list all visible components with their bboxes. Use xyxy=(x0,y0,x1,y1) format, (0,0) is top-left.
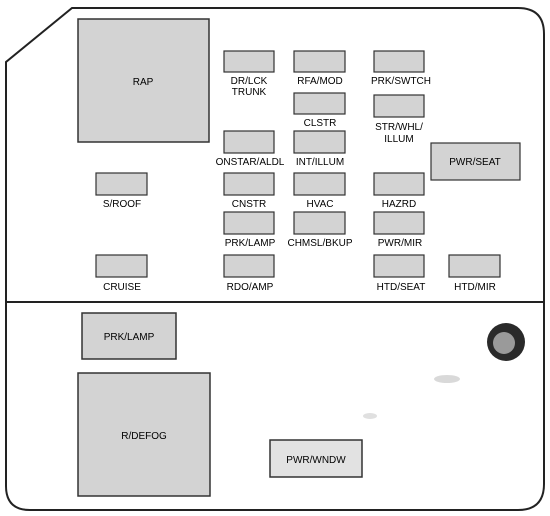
smudge-mark xyxy=(363,413,377,419)
connector-grommet-inner xyxy=(493,332,515,354)
str-whl-label: STR/WHL/ xyxy=(375,122,423,133)
rdo-amp-label: RDO/AMP xyxy=(227,282,274,293)
fuse-chmsl-bkup xyxy=(293,211,346,235)
fuse-cruise xyxy=(95,254,148,278)
pwr-seat-block xyxy=(430,142,521,181)
onstar-aldl-label: ONSTAR/ALDL xyxy=(216,157,285,168)
prk-swtch-label: PRK/SWTCH xyxy=(371,76,431,87)
fuse-cnstr xyxy=(223,172,275,196)
htd-mir-label: HTD/MIR xyxy=(454,282,496,293)
htd-seat-label: HTD/SEAT xyxy=(377,282,426,293)
pwr-seat-label: PWR/SEAT xyxy=(449,157,500,168)
hvac-label: HVAC xyxy=(306,199,333,210)
prk-lamp-lower-label: PRK/LAMP xyxy=(104,332,155,343)
cnstr-label: CNSTR xyxy=(232,199,266,210)
rap-block xyxy=(77,18,210,143)
fuse-rdo-amp xyxy=(223,254,275,278)
cruise-label: CRUISE xyxy=(103,282,141,293)
pwr-mir-label: PWR/MIR xyxy=(378,238,422,249)
fuse-str-whl-illum xyxy=(373,94,425,118)
r-defog-block xyxy=(77,372,211,497)
hazrd-label: HAZRD xyxy=(382,199,416,210)
prk-lamp-label: PRK/LAMP xyxy=(225,238,276,249)
fuse-dr-lck-trunk xyxy=(223,50,275,73)
rfa-mod-label: RFA/MOD xyxy=(297,76,343,87)
clstr-label: CLSTR xyxy=(304,118,337,129)
fuse-prk-swtch xyxy=(373,50,425,73)
fuse-clstr xyxy=(293,92,346,115)
fuse-htd-mir xyxy=(448,254,501,278)
fuse-rfa-mod xyxy=(293,50,346,73)
fuse-s-roof xyxy=(95,172,148,196)
fuse-htd-seat xyxy=(373,254,425,278)
chmsl-bkup-label: CHMSL/BKUP xyxy=(287,238,352,249)
fuse-int-illum xyxy=(293,130,346,154)
pwr-wndw-block xyxy=(269,439,363,478)
fuse-prk-lamp xyxy=(223,211,275,235)
illum-label: ILLUM xyxy=(384,134,413,145)
fuse-hazrd xyxy=(373,172,425,196)
rap-label: RAP xyxy=(133,77,154,88)
dr-lck-label: DR/LCK xyxy=(231,76,268,87)
r-defog-label: R/DEFOG xyxy=(121,431,167,442)
prk-lamp-lower-block xyxy=(81,312,177,360)
fuse-onstar-aldl xyxy=(223,130,275,154)
pwr-wndw-label: PWR/WNDW xyxy=(286,455,346,466)
trunk-label: TRUNK xyxy=(232,87,267,98)
int-illum-label: INT/ILLUM xyxy=(296,157,344,168)
s-roof-label: S/ROOF xyxy=(103,199,141,210)
fuse-pwr-mir xyxy=(373,211,425,235)
fuse-hvac xyxy=(293,172,346,196)
smudge-mark xyxy=(434,375,460,383)
